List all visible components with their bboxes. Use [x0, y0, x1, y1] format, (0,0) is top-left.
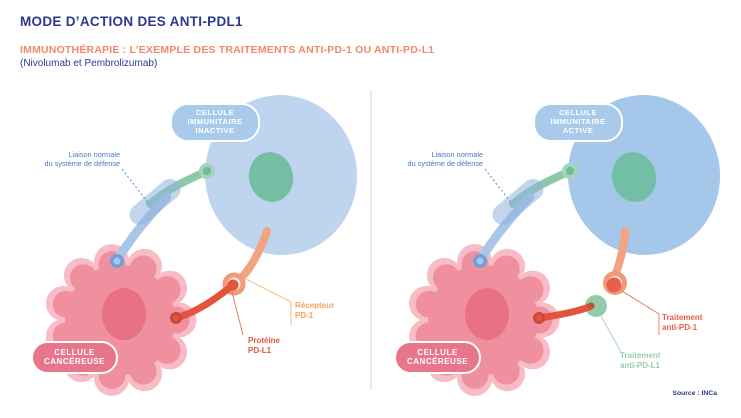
anti-pdl1-pointer-line	[600, 315, 622, 353]
pdl1-tip	[227, 279, 239, 291]
panel-divider	[370, 90, 372, 390]
immune-cell-badge: CELLULE IMMUNITAIRE ACTIVE	[533, 103, 623, 142]
cancer-cell-badge: CELLULE CANCÉREUSE	[394, 341, 481, 374]
anti-pd1-pointer-line	[621, 290, 660, 335]
liaison-label: Liaison normale du système de défense	[407, 150, 483, 169]
receptor-pd1-label: Récepteur PD-1	[295, 301, 335, 320]
pdl1-protein-arm	[533, 295, 607, 324]
pdl1-protein-arm	[170, 279, 239, 324]
panel-without-treatment: CELLULE IMMUNITAIRE INACTIVE CELLULE CAN…	[0, 85, 370, 418]
immune-cell-badge: CELLULE IMMUNITAIRE INACTIVE	[170, 103, 260, 142]
treatment-anti-pd1-label: Traitement anti-PD-1	[662, 313, 703, 332]
pdl1-tip	[587, 302, 595, 310]
anti-pd1-molecule	[606, 277, 622, 293]
panel-with-treatment: CELLULE IMMUNITAIRE ACTIVE CELLULE CANCÉ…	[363, 85, 733, 418]
defense-link-capsule	[129, 178, 181, 226]
source-note: Source : INCa	[672, 390, 717, 397]
liaison-pointer-line	[121, 168, 150, 205]
pd1-receptor-arm	[603, 227, 629, 295]
treatment-anti-pdl1-label: Traitement anti-PD-L1	[620, 351, 661, 370]
liaison-label: Liaison normale du système de défense	[44, 150, 120, 169]
page-title: MODE D’ACTION DES ANTI-PDL1	[20, 14, 243, 29]
protein-pdl1-label: Protéine PD-L1	[248, 336, 281, 355]
anti-pdl1-molecule	[585, 295, 607, 317]
defense-link-capsule	[492, 178, 544, 226]
cancer-cell-badge: CELLULE CANCÉREUSE	[31, 341, 118, 374]
drug-names-note: (Nivolumab et Pembrolizumab)	[20, 58, 158, 69]
receptor-pointer-line	[243, 277, 292, 325]
page-subtitle: IMMUNOTHÉRAPIE : L’EXEMPLE DES TRAITEMEN…	[20, 44, 435, 56]
liaison-pointer-line	[484, 168, 513, 205]
protein-pointer-line	[231, 291, 244, 336]
